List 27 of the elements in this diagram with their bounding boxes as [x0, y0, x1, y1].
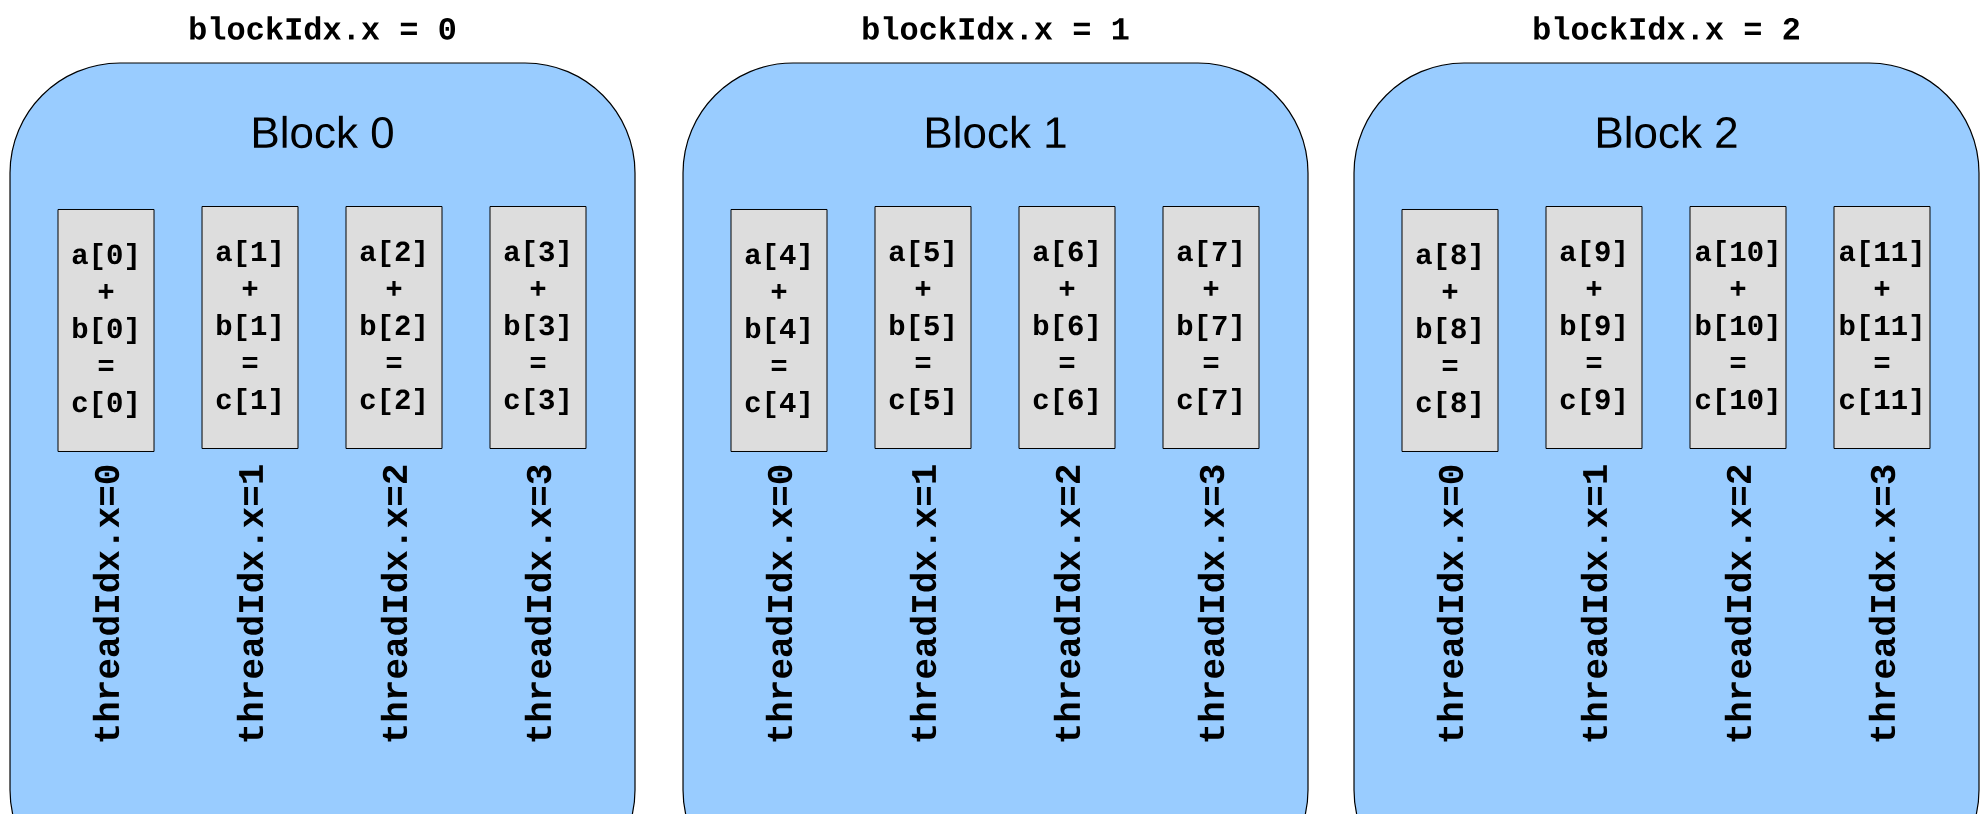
cell-box: a[11] + b[11] = c[11] — [1833, 206, 1931, 449]
block-heading: blockIdx.x = 0 — [190, 16, 456, 40]
thread-label: threadIdx.x=1 — [236, 465, 264, 742]
thread-label: threadIdx.x=0 — [765, 465, 793, 742]
cell-box: a[6] + b[6] = c[6] — [1018, 206, 1116, 449]
cell-box: a[5] + b[5] = c[5] — [874, 206, 972, 449]
thread-label: threadIdx.x=2 — [1724, 465, 1752, 742]
cell-box: a[9] + b[9] = c[9] — [1545, 206, 1643, 449]
thread-label: threadIdx.x=3 — [1197, 465, 1225, 742]
thread-label: threadIdx.x=0 — [92, 465, 120, 742]
thread-label: threadIdx.x=1 — [909, 465, 937, 742]
cell-box: a[8] + b[8] = c[8] — [1401, 209, 1499, 452]
cell-box: a[0] + b[0] = c[0] — [57, 209, 155, 452]
cell-box: a[10] + b[10] = c[10] — [1689, 206, 1787, 449]
thread-label: threadIdx.x=3 — [1868, 465, 1896, 742]
cell-box: a[1] + b[1] = c[1] — [201, 206, 299, 449]
cell-box: a[3] + b[3] = c[3] — [489, 206, 587, 449]
block-heading: blockIdx.x = 2 — [1534, 16, 1799, 40]
thread-label: threadIdx.x=0 — [1436, 465, 1464, 742]
thread-label: threadIdx.x=2 — [380, 465, 408, 742]
thread-label: threadIdx.x=1 — [1580, 465, 1608, 742]
cell-box: a[7] + b[7] = c[7] — [1162, 206, 1260, 449]
cell-box: a[2] + b[2] = c[2] — [345, 206, 443, 449]
cell-box: a[4] + b[4] = c[4] — [730, 209, 828, 452]
thread-label: threadIdx.x=2 — [1053, 465, 1081, 742]
block-heading: blockIdx.x = 1 — [863, 16, 1129, 40]
thread-label: threadIdx.x=3 — [524, 465, 552, 742]
